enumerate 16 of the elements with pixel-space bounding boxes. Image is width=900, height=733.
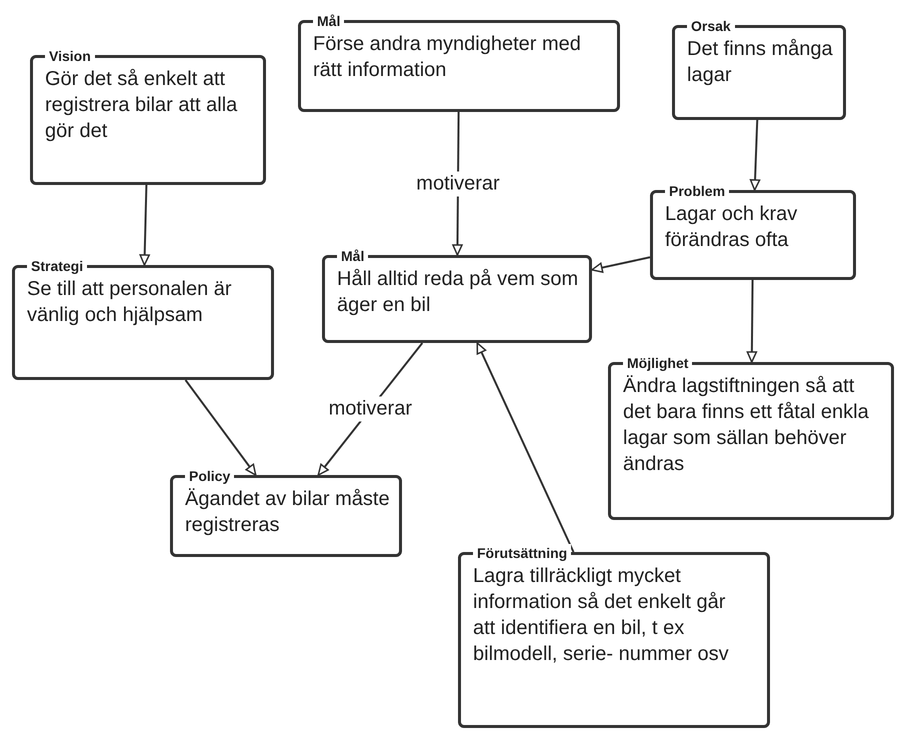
arrow <box>750 120 760 191</box>
box-text: Ägandet av bilar måste registreras <box>185 487 391 538</box>
box-text: Se till att personalen är vänlig och hjälpsam <box>27 277 233 328</box>
box-text: Lagar och krav förändras ofta <box>665 202 798 253</box>
arrow <box>139 184 150 266</box>
arrow <box>476 342 574 552</box>
box-text: Håll alltid reda på vem som äger en bil <box>337 267 580 318</box>
arrow <box>591 256 650 273</box>
box-text: Förse andra myndigheter med rätt information <box>313 32 582 83</box>
arrow <box>746 280 758 363</box>
box-text: Lagra tillräckligt mycket information så det enkelt går att identifiera en bil, t ex bilmodell, serie- nummer osv <box>473 564 730 667</box>
box-heading: Förutsättning <box>473 544 572 562</box>
box-text: Ändra lagstiftningen så att det bara finns ett fåtal enkla lagar som sällan behöver ändras <box>623 374 870 477</box>
box-text: Gör det så enkelt att registrera bilar att alla gör det <box>45 67 238 144</box>
box-text: Det finns många lagar <box>687 37 834 88</box>
arrow <box>184 379 256 476</box>
